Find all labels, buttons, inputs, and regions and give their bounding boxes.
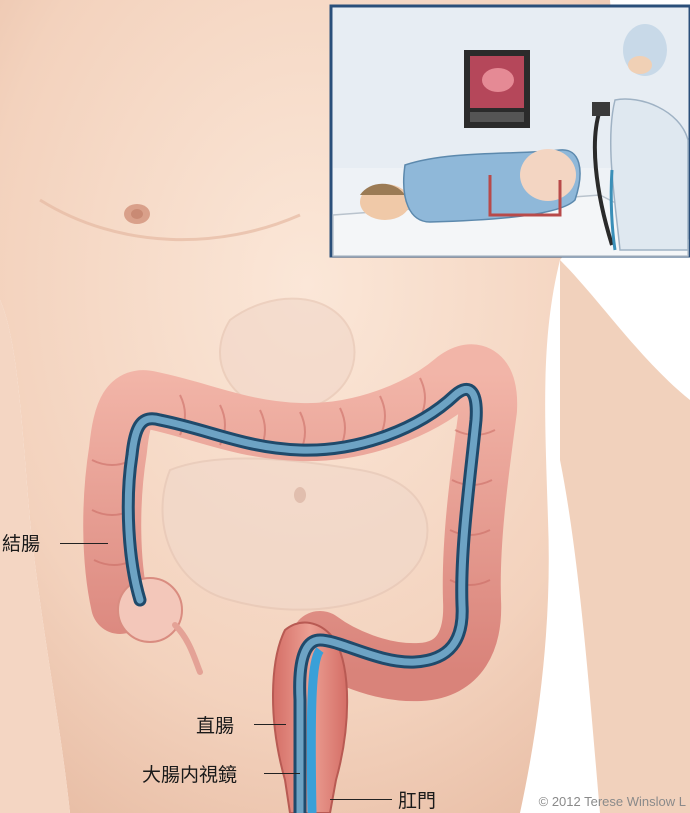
- cecum: [118, 578, 182, 642]
- copyright-notice: © 2012 Terese Winslow L: [539, 794, 686, 809]
- monitor-icon: [464, 50, 530, 128]
- colon-leader-line: [60, 543, 108, 544]
- rectum-leader-line: [254, 724, 286, 725]
- anus-leader-line: [330, 799, 392, 800]
- colonoscope-label: 大腸内視鏡: [142, 760, 237, 787]
- colonoscope-leader-line: [264, 773, 300, 774]
- anus-label: 肛門: [398, 786, 436, 813]
- colon-label: 結腸: [2, 529, 40, 556]
- inset-panel: [331, 6, 690, 256]
- rectum-label: 直腸: [196, 711, 234, 738]
- small-intestine: [163, 458, 428, 609]
